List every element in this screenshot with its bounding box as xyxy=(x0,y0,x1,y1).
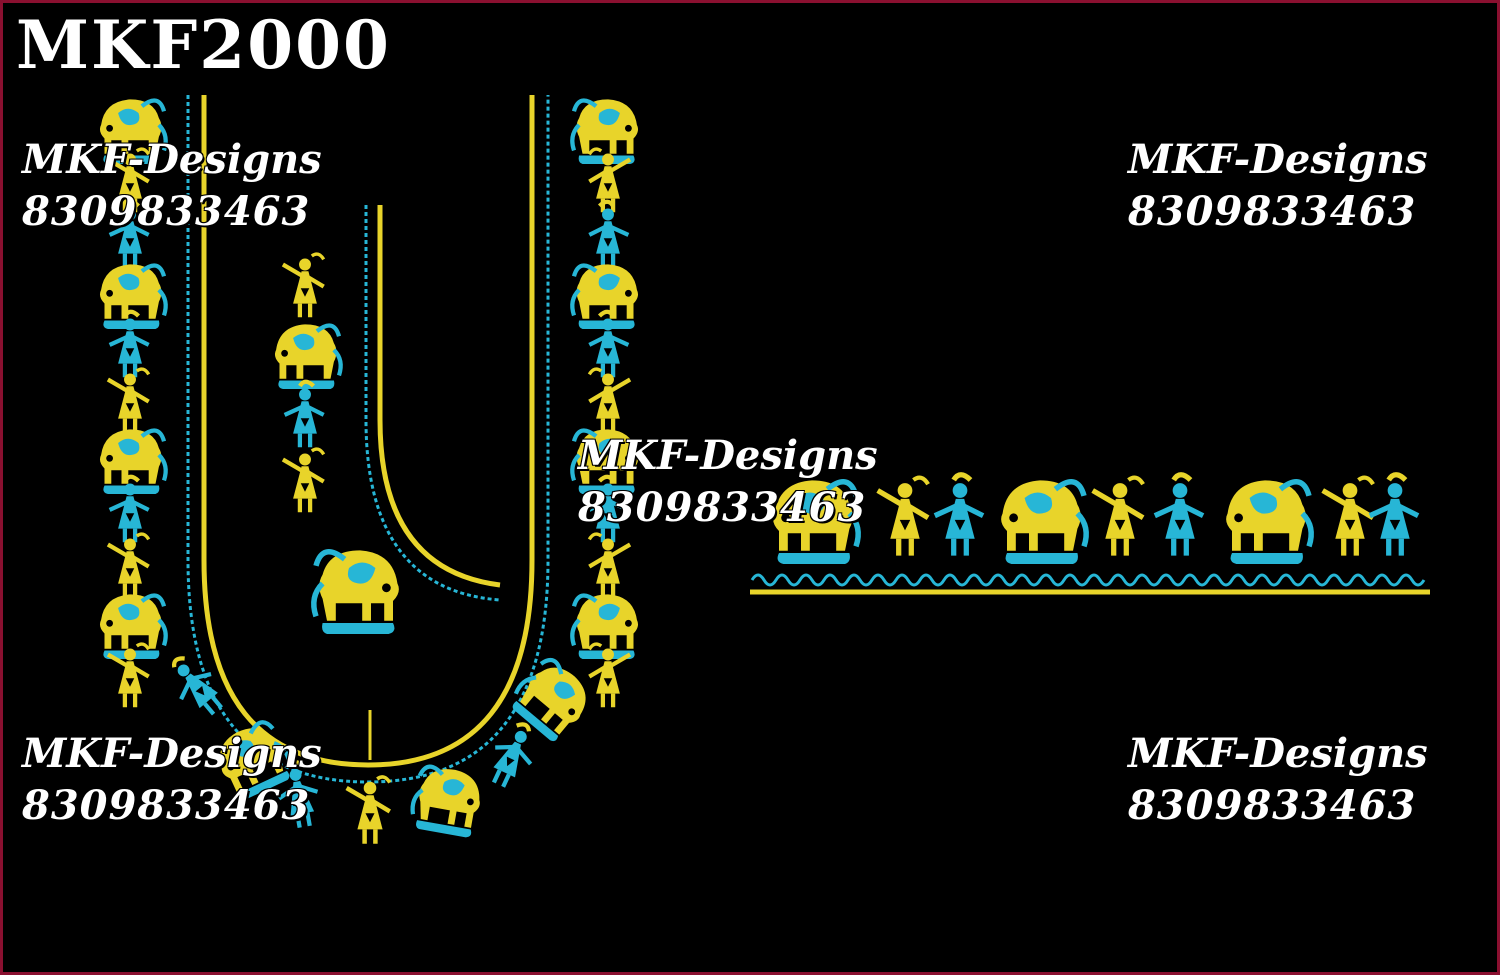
watermark-name: MKF-Designs xyxy=(1128,730,1428,777)
dancer-motif xyxy=(283,449,324,512)
dancer-motif xyxy=(1093,478,1143,556)
dancer-motif xyxy=(589,202,628,267)
dancer-motif xyxy=(1323,478,1373,556)
dancer-motif xyxy=(160,649,232,724)
elephant-motif xyxy=(314,550,399,634)
watermark-name: MKF-Designs xyxy=(578,432,878,479)
dancer-motif xyxy=(347,777,390,844)
watermark-top-right: MKF-Designs 8309833463 xyxy=(1128,136,1428,240)
dancer-motif xyxy=(283,254,324,317)
design-code-title: MKF2000 xyxy=(16,6,391,84)
inner-neckline-yellow-line xyxy=(377,205,501,588)
dancer-motif xyxy=(285,382,324,447)
elephant-motif xyxy=(409,764,485,839)
dancer-motif xyxy=(482,717,545,793)
dancer-motif xyxy=(589,369,630,432)
watermark-bottom-left: MKF-Designs 8309833463 xyxy=(22,730,322,834)
dancer-motif xyxy=(1370,475,1418,556)
watermark-name: MKF-Designs xyxy=(1128,136,1428,183)
right-motif-column xyxy=(572,99,638,707)
dancer-motif xyxy=(935,475,983,556)
watermark-phone: 8309833463 xyxy=(22,188,311,235)
watermark-center: MKF-Designs 8309833463 xyxy=(578,432,878,536)
elephant-motif xyxy=(275,324,341,389)
watermark-phone: 8309833463 xyxy=(1128,782,1417,829)
watermark-name: MKF-Designs xyxy=(22,730,322,777)
watermark-top-left: MKF-Designs 8309833463 xyxy=(22,136,322,240)
inner-neckline-cyan-wave xyxy=(364,205,501,602)
elephant-motif xyxy=(1001,480,1086,564)
dancer-motif xyxy=(878,478,928,556)
border-panel xyxy=(750,475,1430,595)
watermark-name: MKF-Designs xyxy=(22,136,322,183)
dancer-motif xyxy=(108,534,149,597)
elephant-motif xyxy=(1226,480,1311,564)
dancer-motif xyxy=(108,369,149,432)
watermark-phone: 8309833463 xyxy=(578,484,867,531)
dancer-motif xyxy=(1155,475,1203,556)
watermark-phone: 8309833463 xyxy=(1128,188,1417,235)
dancer-motif xyxy=(589,534,630,597)
neckline-outer-yellow-line xyxy=(201,95,535,768)
neckline-outer-cyan-wave xyxy=(186,95,550,784)
watermark-phone: 8309833463 xyxy=(22,782,311,829)
watermark-bottom-right: MKF-Designs 8309833463 xyxy=(1128,730,1428,834)
